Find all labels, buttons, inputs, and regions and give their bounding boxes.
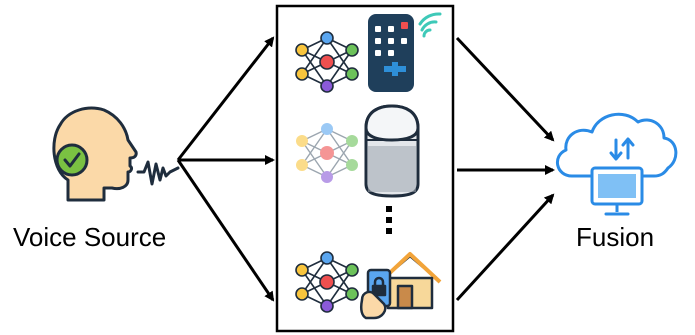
- vertical-ellipsis-icon: [386, 206, 392, 234]
- voice-waveform-icon: [136, 160, 180, 186]
- arrow-to-device-3: [176, 159, 275, 302]
- tv-remote-icon: [368, 12, 442, 92]
- arrow-from-device-3: [455, 193, 555, 302]
- cloud-computer-icon: [556, 112, 678, 216]
- smart-home-lock-icon: [359, 252, 442, 320]
- person-speaking-icon: [52, 106, 138, 202]
- output-arrows: [455, 36, 555, 302]
- smart-speaker-icon: [364, 104, 420, 198]
- neural-network-icon: [295, 251, 359, 313]
- voice-source-label: Voice Source: [13, 222, 167, 252]
- arrow-from-device-1: [455, 36, 555, 142]
- arrow-to-device-1: [176, 36, 275, 161]
- neural-network-icon: [295, 31, 359, 93]
- fusion-label: Fusion: [576, 222, 655, 252]
- input-arrows: [176, 36, 275, 302]
- neural-network-icon: [296, 123, 358, 183]
